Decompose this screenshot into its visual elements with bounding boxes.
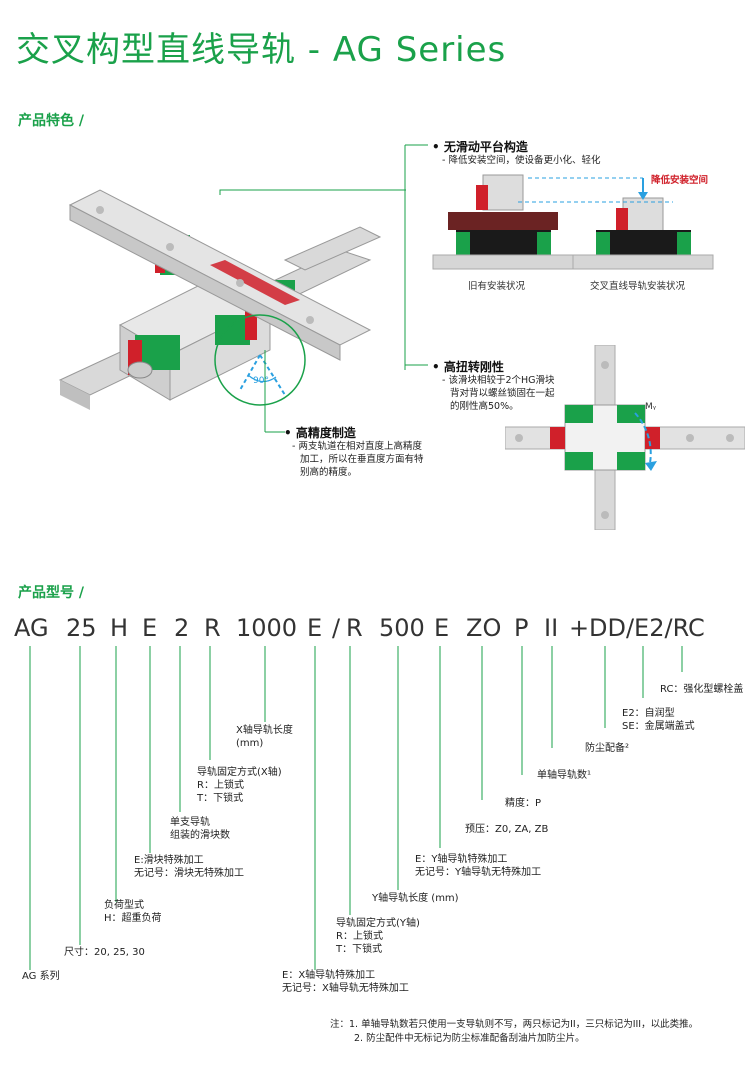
code-part-fix-y: R [346,614,363,642]
feature-connector-lines [404,144,428,370]
label-fix-x: 导轨固定方式(X轴) R：上锁式 T：下锁式 [197,766,282,805]
label-e2-line: E2：自润型 [622,708,675,719]
code-part-size: 25 [66,614,97,642]
feature-2-text-line-3: 的刚性高50%。 [450,401,519,412]
code-part-series: AG [14,614,49,642]
feature-3-text-line-2: 加工，所以在垂直度方面有特 [300,454,424,465]
feature-1-heading-text: 无滑动平台构造 [443,140,528,154]
code-part-x-special: E [307,614,323,642]
page-title: 交叉构型直线导轨 - AG Series [16,30,507,70]
label-series: AG 系列 [22,971,60,982]
cross-guide-illustration: 90° [58,189,406,410]
code-part-block-special: E [142,614,158,642]
code-part-y-special: E [434,614,450,642]
label-y-special-line-2: 无记号：Y轴导轨无特殊加工 [415,867,542,878]
label-fix-x-line-1: 导轨固定方式(X轴) [197,767,282,778]
label-fix-y-line-3: T：下锁式 [336,944,383,955]
feature-1-heading: • 无滑动平台构造 [432,140,528,154]
caption-new-install: 交叉直线导轨安装状况 [590,281,686,292]
section-features-heading: 产品特色 / [18,113,84,129]
label-x-special-line-1: E：X轴导轨特殊加工 [282,970,376,981]
label-fix-y-line-2: R：上锁式 [336,931,383,942]
label-load: 负荷型式 H：超重负荷 [104,899,162,925]
label-e2: E2：自润型 SE：金属端盖式 [622,707,695,733]
label-y-special-line-1: E：Y轴导轨特殊加工 [415,854,508,865]
feature-3-text-line-3: 别高的精度。 [300,467,358,478]
label-load-line-1: 负荷型式 [104,900,144,911]
feature-3-text-line-1: - 两支轨道在相对直度上高精度 [292,441,422,452]
install-comparison-illustration [432,174,714,270]
label-size: 尺寸：20, 25, 30 [64,947,145,958]
label-fix-x-line-2: R：上锁式 [197,780,244,791]
reduce-space-tag: 降低安装空间 [651,175,709,186]
label-precision: 精度：P [505,798,542,809]
label-preload: 预压：Z0, ZA, ZB [465,824,549,835]
code-part-x-length: 1000 [236,614,298,642]
label-y-special: E：Y轴导轨特殊加工 无记号：Y轴导轨无特殊加工 [415,853,541,879]
notes: 注：1. 单轴导轨数若只使用一支导轨则不写，两只标记为II，三只标记为III，以… [330,1018,698,1046]
precision-connector-line [264,350,285,433]
code-part-preload: ZO [466,614,502,642]
label-dust: 防尘配备² [585,743,630,754]
code-part-fix-x: R [204,614,221,642]
feature-2-text: - 该滑块相较于2个HG滑块 背对背以螺丝锁固在一起 的刚性高50%。 [442,374,555,413]
feature-3-heading: • 高精度制造 [284,426,356,440]
label-x-length: X轴导轨长度 (mm) [236,724,293,750]
label-x-special: E：X轴导轨特殊加工 无记号：X轴导轨无特殊加工 [282,969,409,995]
label-y-length: Y轴导轨长度 (mm) [372,893,459,904]
feature-3-text: - 两支轨道在相对直度上高精度 加工，所以在垂直度方面有特 别高的精度。 [292,440,424,479]
label-fix-y-line-1: 导轨固定方式(Y轴) [336,918,420,929]
code-part-load: H [110,614,129,642]
label-block-special-line-1: E:滑块特殊加工 [134,855,204,866]
code-part-blocks: 2 [174,614,190,642]
label-block-special-line-2: 无记号：滑块无特殊加工 [134,868,244,879]
angle-label: 90° [253,376,269,386]
label-load-line-2: H：超重负荷 [104,913,162,924]
code-part-y-length: 500 [379,614,425,642]
code-part-rail-count: II [544,614,559,642]
label-se-line: SE：金属端盖式 [622,721,695,732]
model-leader-lines [29,646,683,970]
label-x-special-line-2: 无记号：X轴导轨无特殊加工 [282,983,409,994]
label-blocks-line-1: 单支导轨 [170,817,210,828]
feature-1-text: - 降低安装空间，使设备更小化、轻化 [442,155,601,166]
label-block-special: E:滑块特殊加工 无记号：滑块无特殊加工 [134,854,244,880]
section-model-heading: 产品型号 / [18,585,84,601]
feature-2-text-line-1: - 该滑块相较于2个HG滑块 [442,375,555,386]
feature-2-heading-text: 高扭转刚性 [443,360,504,374]
note-1: 注：1. 单轴导轨数若只使用一支导轨则不写，两只标记为II，三只标记为III，以… [330,1019,699,1030]
caption-old-install: 旧有安装状况 [468,281,526,292]
note-2: 2. 防尘配件中无标记为防尘标准配备刮油片加防尘片。 [354,1033,585,1044]
code-part-plus: + [569,614,590,642]
code-part-precision: P [514,614,529,642]
code-part-dust: DD/E2/RC [589,614,705,642]
feature-3-heading-text: 高精度制造 [295,426,356,440]
feature-2-heading: • 高扭转刚性 [432,360,504,374]
label-blocks: 单支导轨 组装的滑块数 [170,816,230,842]
label-blocks-line-2: 组装的滑块数 [170,830,230,841]
label-x-length-line-2: (mm) [236,738,264,749]
code-part-slash: / [332,614,341,642]
label-rail-count: 单轴导轨数¹ [537,770,592,781]
torsion-rigidity-illustration: Mᵧ [505,345,745,530]
label-x-length-line-1: X轴导轨长度 [236,725,293,736]
label-fix-y: 导轨固定方式(Y轴) R：上锁式 T：下锁式 [336,917,420,956]
label-fix-x-line-3: T：下锁式 [197,793,244,804]
label-rc: RC：强化型螺栓盖 [660,684,744,695]
moment-label: Mᵧ [645,402,657,412]
feature-2-text-line-2: 背对背以螺丝锁固在一起 [450,388,555,399]
